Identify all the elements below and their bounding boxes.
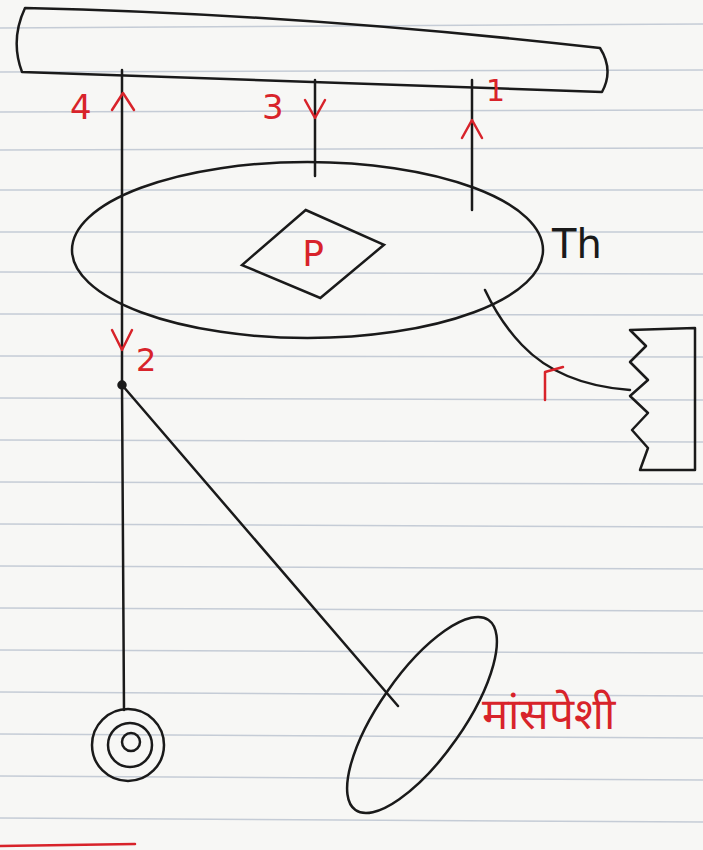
callout-number: 4 bbox=[70, 90, 92, 124]
pathway-line bbox=[485, 290, 630, 390]
arrow-down bbox=[305, 100, 325, 118]
callout-number: 2 bbox=[136, 344, 156, 376]
node-label: मांसपेशी bbox=[482, 692, 615, 736]
arrow-up bbox=[112, 93, 134, 110]
pathway-line bbox=[122, 385, 398, 706]
arrow-down bbox=[112, 330, 132, 350]
callout-number: 1 bbox=[486, 76, 505, 106]
decision-diamond: P bbox=[240, 208, 386, 300]
receptor-circle bbox=[92, 709, 164, 781]
callout-number: 3 bbox=[262, 90, 284, 124]
pathway-line bbox=[122, 385, 124, 710]
underline bbox=[0, 844, 135, 846]
receptor-circle bbox=[122, 733, 140, 751]
cortex-band bbox=[17, 8, 608, 92]
receptor-circle bbox=[108, 723, 152, 767]
receptor-symbol bbox=[630, 328, 695, 470]
arrow-head bbox=[545, 367, 563, 400]
node-label: Th bbox=[552, 224, 602, 264]
thalamus-ellipse: ThP bbox=[70, 160, 545, 340]
node-label: P bbox=[302, 236, 324, 272]
arrow-up bbox=[462, 120, 482, 138]
muscle-oval: मांसपेशी bbox=[350, 600, 510, 830]
pathway-line bbox=[121, 70, 124, 385]
ruled-lines bbox=[0, 24, 703, 822]
pathway-line bbox=[471, 80, 474, 210]
